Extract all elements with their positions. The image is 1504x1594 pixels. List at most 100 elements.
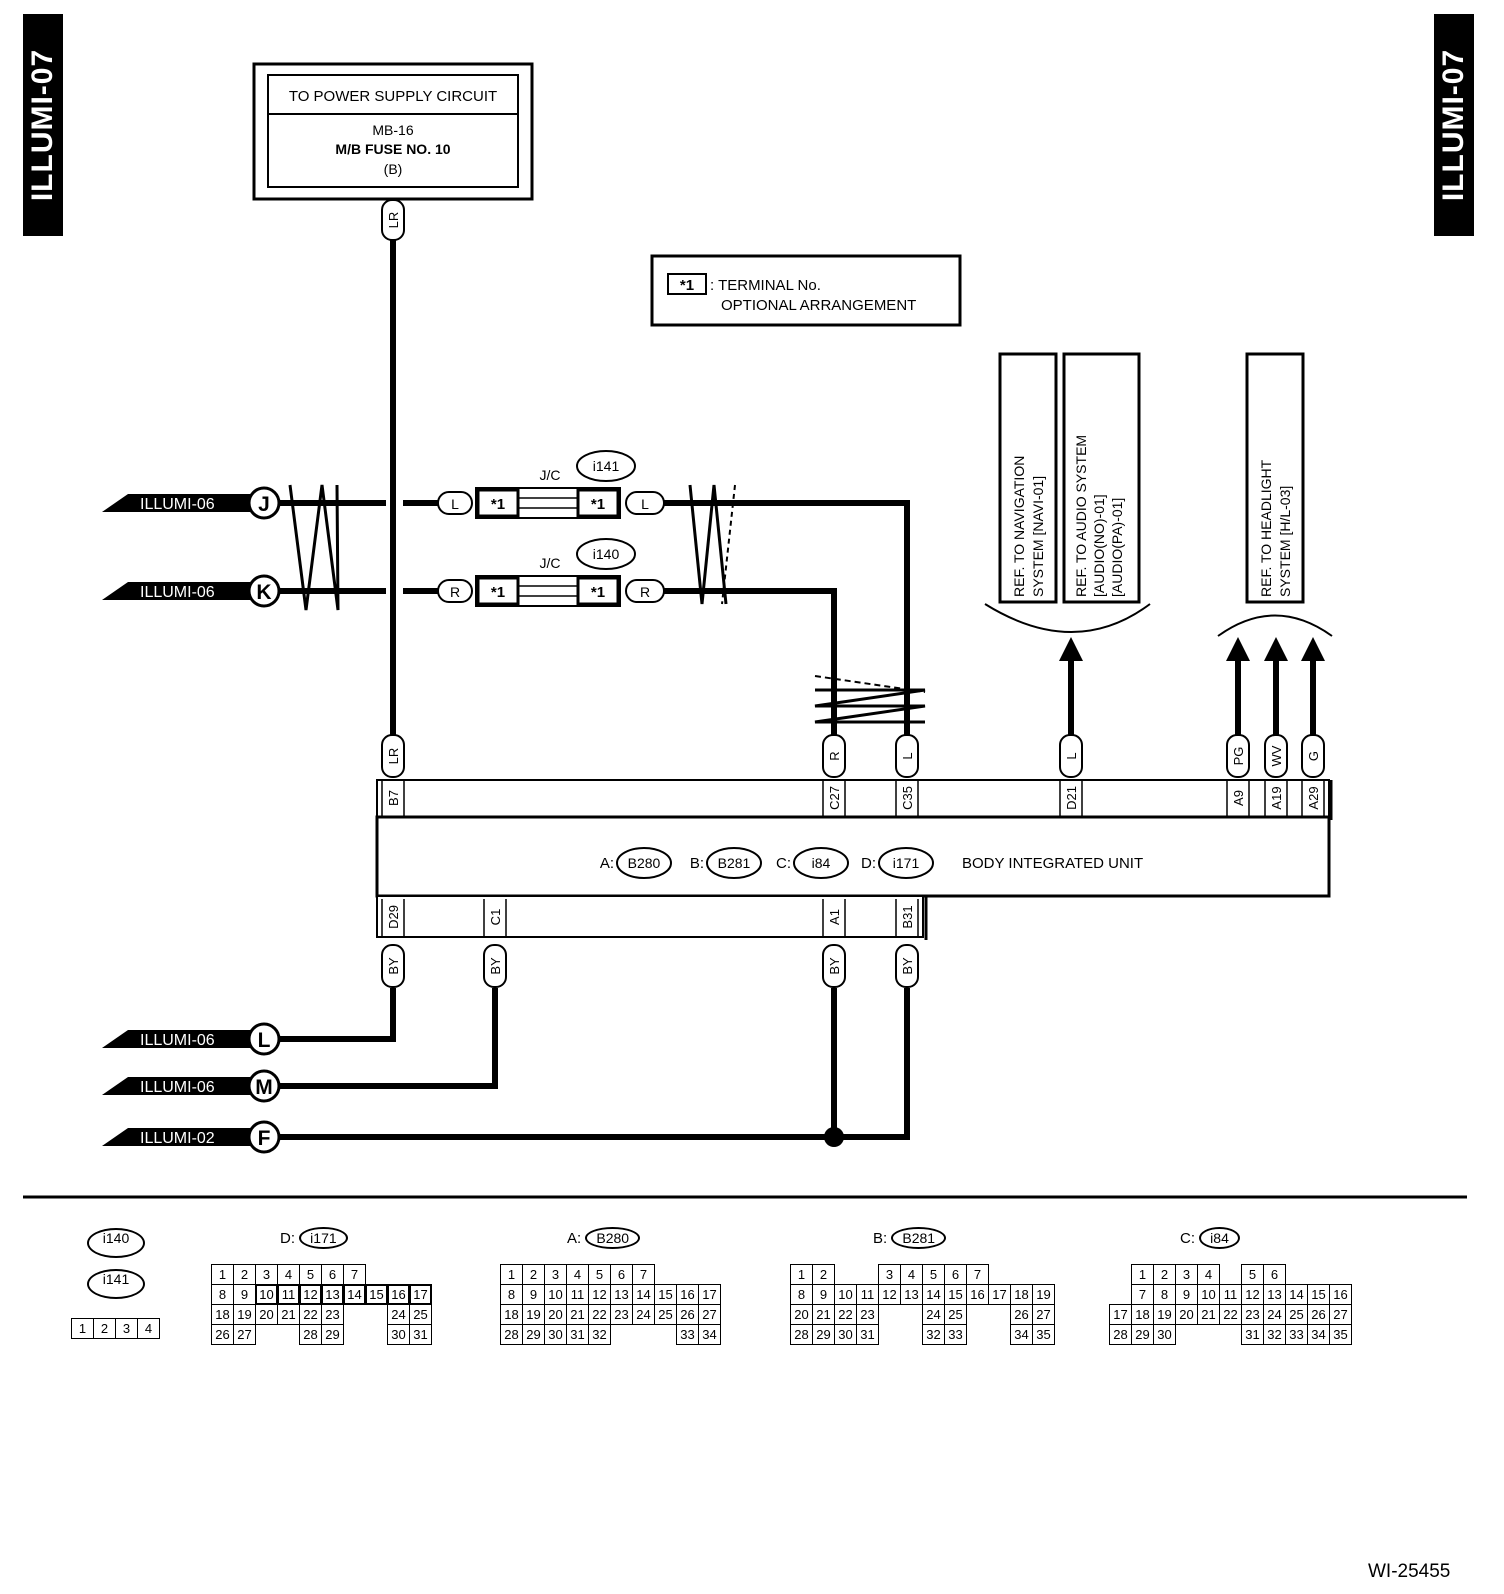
pin-gap <box>1220 1265 1242 1285</box>
wire-color-tag <box>381 734 405 778</box>
pin-cell: 32 <box>588 1324 611 1345</box>
pin-cell: 33 <box>1285 1324 1308 1345</box>
pin-cell: 29 <box>1131 1324 1154 1345</box>
pin-cell: 30 <box>834 1324 857 1345</box>
pin-cell: 27 <box>1032 1304 1055 1325</box>
pin-cell: 21 <box>277 1304 300 1325</box>
wire-color-tag <box>822 734 846 778</box>
wire-color-tag <box>483 944 507 988</box>
pin-cell: 17 <box>698 1284 721 1305</box>
pin-cell: 12 <box>878 1284 901 1305</box>
offpage-circle <box>247 1069 281 1103</box>
pin-cell: 1 <box>790 1264 813 1285</box>
pin-cell: 19 <box>1032 1284 1055 1305</box>
ref-bracket-nav-audio <box>984 603 1151 633</box>
pin-cell: 19 <box>522 1304 545 1325</box>
power-supply-line-3: (B) <box>384 161 403 177</box>
pin-cell: 31 <box>409 1324 432 1345</box>
jc-i141-right-wire: L <box>641 496 649 512</box>
pin-cell: 23 <box>1241 1304 1264 1325</box>
pin-cell: 21 <box>812 1304 835 1325</box>
ref-headlight-line-2: SYSTEM [H/L-03] <box>1277 486 1293 597</box>
offpage-letter: K <box>256 581 271 604</box>
pin-gap <box>967 1305 989 1325</box>
pin-cell: 5 <box>1241 1264 1264 1285</box>
pin-cell: 35 <box>1032 1324 1055 1345</box>
pin-cell: 5 <box>299 1264 322 1285</box>
offpage-flag <box>102 1128 250 1146</box>
wire-color-label: BY <box>900 957 915 975</box>
pin-cell: 28 <box>790 1324 813 1345</box>
pin-label: B31 <box>900 905 915 928</box>
power-supply-box: TO POWER SUPPLY CIRCUIT MB-16 M/B FUSE N… <box>252 62 534 201</box>
unit-connector-prefix: D: <box>861 855 876 872</box>
pin-cell: 9 <box>1175 1284 1198 1305</box>
pin-label: A19 <box>1269 786 1284 809</box>
pin-cell: 15 <box>365 1284 388 1305</box>
note-symbol: *1 <box>680 277 694 294</box>
pin-cell: 26 <box>1010 1304 1033 1325</box>
conn-view-i140-id: i140 <box>87 1228 145 1258</box>
pin-cell: 8 <box>500 1284 523 1305</box>
pin-cell: 25 <box>1285 1304 1308 1325</box>
pin-gap <box>835 1265 857 1285</box>
ref-audio-line-3: [AUDIO(PA)-01] <box>1109 498 1125 597</box>
ref-bracket-headlight <box>1217 614 1333 637</box>
pin-cell: 16 <box>1329 1284 1352 1305</box>
pin-cell: 31 <box>1241 1324 1264 1345</box>
unit-name: BODY INTEGRATED UNIT <box>962 855 1143 872</box>
wire-color-tag <box>381 944 405 988</box>
pin-cell: 2 <box>233 1264 256 1285</box>
pin-cell: 7 <box>343 1264 366 1285</box>
pin-gap <box>857 1265 879 1285</box>
pin-cell: 6 <box>321 1264 344 1285</box>
pin-gap <box>1198 1325 1220 1345</box>
pin-label: A9 <box>1231 790 1246 806</box>
pin-cell: 22 <box>299 1304 322 1325</box>
pin-cell: 31 <box>856 1324 879 1345</box>
wire-color-tag <box>1264 734 1288 778</box>
ref-audio-line-2: [AUDIO(NO)-01] <box>1091 494 1107 597</box>
junction-i140: R *1 *1 R J/C i140 <box>437 538 665 607</box>
pin-cell: 15 <box>1307 1284 1330 1305</box>
pin-cell: 1 <box>1131 1264 1154 1285</box>
conn-view-B280-label: A: B280 <box>567 1227 641 1249</box>
wire-color-tag <box>895 944 919 988</box>
pin-cell: 25 <box>654 1304 677 1325</box>
pin-cell: 17 <box>988 1284 1011 1305</box>
offpage-flag <box>102 582 250 600</box>
wire-color-label: BY <box>386 957 401 975</box>
pin-cell: 20 <box>790 1304 813 1325</box>
pin-gap <box>901 1325 923 1345</box>
wire-color-tag <box>895 734 919 778</box>
pin-gap <box>366 1305 388 1325</box>
pin-cell: 1 <box>71 1318 94 1339</box>
pin-cell: 9 <box>233 1284 256 1305</box>
pin-cell: 25 <box>409 1304 432 1325</box>
pin-cell: 4 <box>1197 1264 1220 1285</box>
pin-cell: 2 <box>522 1264 545 1285</box>
note-line-2: OPTIONAL ARRANGEMENT <box>721 297 916 314</box>
pin-cell: 30 <box>387 1324 410 1345</box>
pin-cell: 18 <box>1010 1284 1033 1305</box>
pin-cell: 25 <box>944 1304 967 1325</box>
pin-cell: 11 <box>566 1284 589 1305</box>
ref-audio-line-1: REF. TO AUDIO SYSTEM <box>1073 435 1089 597</box>
pin-cell: 14 <box>922 1284 945 1305</box>
pin-gap <box>655 1325 677 1345</box>
pin-cell: 11 <box>856 1284 879 1305</box>
pin-cell: 18 <box>500 1304 523 1325</box>
conn-view-i84-label: C: i84 <box>1180 1227 1240 1249</box>
pin-cell: 27 <box>698 1304 721 1325</box>
conn-view-i171-label: D: i171 <box>280 1227 348 1249</box>
jc-i140-left-term: *1 <box>491 584 505 601</box>
jc-i140-id: i140 <box>593 546 620 562</box>
pin-cell: 27 <box>233 1324 256 1345</box>
terminal-note-box: *1 : TERMINAL No. OPTIONAL ARRANGEMENT <box>650 254 962 327</box>
